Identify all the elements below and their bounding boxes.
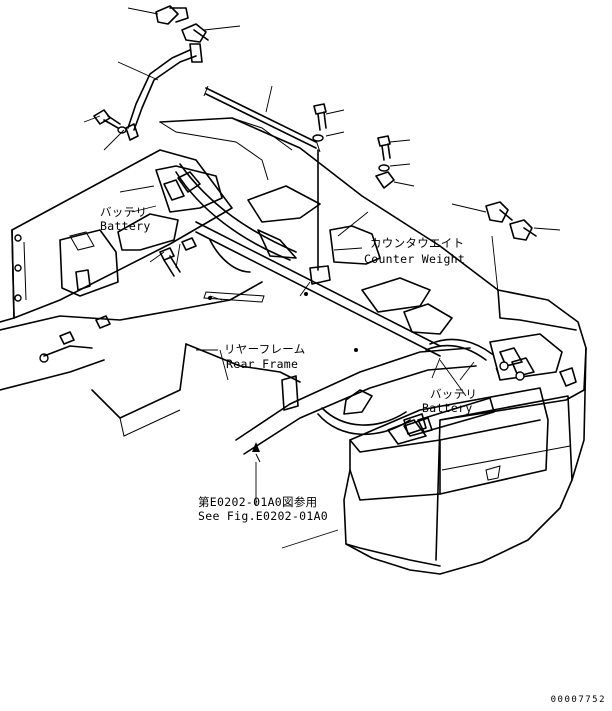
counterweight-label-en: Counter Weight: [364, 252, 466, 266]
rear-frame-label-jp: リヤーフレーム: [224, 342, 306, 356]
reference-arrow: [252, 442, 260, 452]
rear-frame: [0, 281, 477, 463]
leader-lines: [83, 7, 561, 549]
battery-bar: [195, 85, 441, 357]
terminals: [125, 5, 537, 241]
battery-cables: [127, 49, 493, 436]
left-battery-tray: [0, 149, 233, 323]
battery-right-label-jp: バッテリ: [430, 387, 478, 401]
battery-right-label-en: Battery: [422, 401, 473, 415]
counterweight-recesses: [247, 185, 453, 335]
counterweight-bolt: [309, 149, 331, 285]
document-number: 00007752: [550, 695, 606, 705]
battery-left-label-jp: バッテリ: [100, 205, 148, 219]
counterweight-label-jp: カウンタウエイト: [370, 236, 465, 250]
battery-left-label-en: Battery: [100, 219, 151, 233]
fasteners: [39, 103, 395, 363]
figure-reference-jp: 第E0202-01A0図参用: [198, 495, 318, 509]
rear-frame-label-en: Rear Frame: [226, 357, 299, 371]
counterweight: [159, 117, 587, 575]
figure-reference-en: See Fig.E0202-01A0: [198, 509, 329, 523]
